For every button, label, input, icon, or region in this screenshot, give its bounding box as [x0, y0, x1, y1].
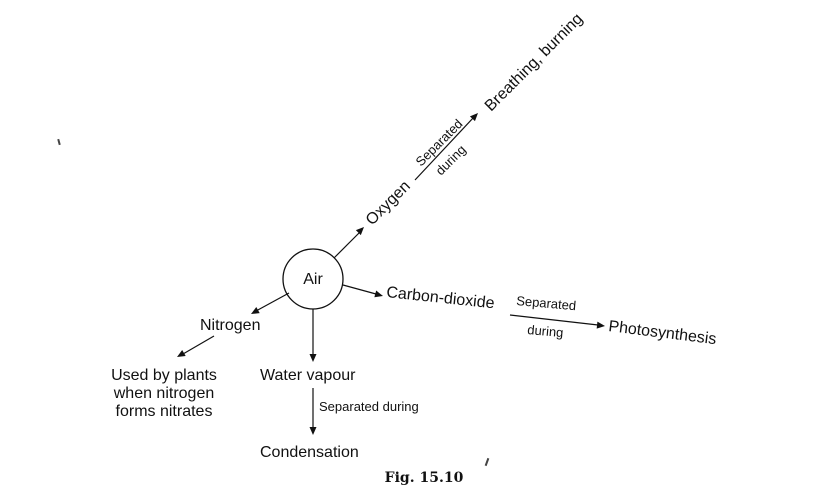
co2-to-photosynthesis-arrow — [509, 314, 599, 326]
oxygen-to-breathing-arrow — [414, 116, 475, 181]
co2-to-photosynthesis-arrowhead — [596, 321, 605, 329]
plants-line-1: Used by plants — [111, 367, 217, 384]
oxygen-to-breathing-arrowhead — [469, 113, 478, 122]
air-to-oxygen-arrowhead — [355, 227, 364, 236]
co2-connector-top: Separated — [516, 293, 577, 313]
oxygen-label: Oxygen — [363, 178, 414, 229]
co2-connector-bottom: during — [527, 322, 564, 340]
nitrogen-to-plants-arrowhead — [177, 349, 186, 357]
scan-speck — [57, 138, 61, 146]
air-to-nitrogen-arrowhead — [251, 307, 260, 314]
plants-line-2: when nitrogen — [113, 385, 215, 402]
water-vapour-connector: Separated during — [319, 399, 419, 414]
air-to-co2-arrowhead — [374, 290, 383, 298]
water-vapour-label: Water vapour — [260, 367, 356, 384]
nitrogen-label: Nitrogen — [200, 317, 260, 334]
air-to-nitrogen-arrow — [255, 292, 290, 312]
water-vapour-to-condensation-arrowhead — [309, 427, 317, 435]
plants-line-3: forms nitrates — [116, 403, 213, 420]
condensation-label: Condensation — [260, 444, 359, 461]
nitrogen-to-plants-arrow — [182, 335, 215, 355]
figure-caption: Fig. 15.10 — [385, 470, 464, 486]
air-to-co2-arrow — [342, 284, 377, 295]
air-to-water-vapour-arrowhead — [309, 354, 317, 362]
air-label: Air — [303, 271, 323, 288]
photosynthesis-label: Photosynthesis — [608, 318, 718, 348]
air-to-oxygen-arrow — [333, 229, 363, 259]
breathing-burning-label: Breathing, burning — [482, 10, 586, 114]
co2-label: Carbon-dioxide — [386, 284, 496, 312]
scan-speck — [484, 457, 490, 467]
